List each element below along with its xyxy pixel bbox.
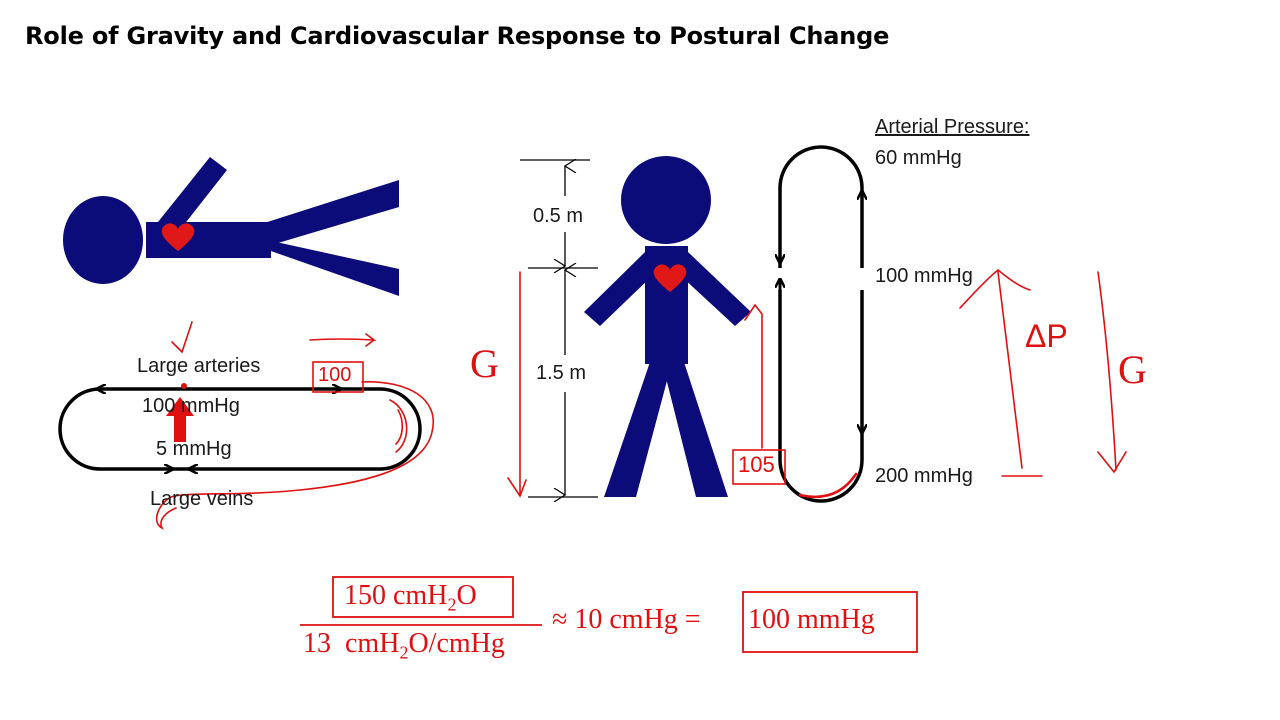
pressure-heart: 100 mmHg: [875, 265, 973, 287]
height-lower-label: 1.5 m: [536, 362, 587, 384]
supine-heart-icon: [161, 223, 195, 251]
supine-arm: [150, 157, 227, 240]
supine-leg-lower: [258, 238, 399, 296]
standing-figure: [584, 156, 751, 497]
slide-title: Role of Gravity and Cardiovascular Respo…: [25, 22, 890, 50]
arterial-pressure-header: Arterial Pressure:: [875, 116, 1030, 138]
red-dot: [181, 383, 187, 389]
supine-arterial-pressure: 100 mmHg: [142, 395, 240, 417]
lower-loop: [778, 290, 864, 503]
annotation-box-100-border: [312, 361, 364, 393]
numerator-box: [332, 576, 514, 618]
large-arteries-label: Large arteries: [137, 355, 261, 377]
loop-path: [58, 387, 422, 471]
return-path-hand: [156, 381, 435, 530]
pressure-feet: 200 mmHg: [875, 465, 973, 487]
denominator-tail: O/cmHg: [408, 628, 505, 659]
delta-p-label: ΔP: [1025, 318, 1068, 354]
annotation-box-105-border: [732, 449, 786, 485]
pressure-top: 60 mmHg: [875, 147, 962, 169]
standing-leg-left: [604, 362, 672, 497]
equation-approx: ≈ 10 cmHg =: [552, 604, 701, 635]
height-dimension: [520, 160, 598, 497]
annotation-box-105: 105: [738, 452, 775, 477]
equation-graphics: [300, 576, 918, 653]
arm-to-feet-line: [744, 303, 763, 449]
supine-venous-pressure: 5 mmHg: [156, 438, 232, 460]
large-veins-label: Large veins: [150, 488, 254, 510]
equation-result: 100 mmHg: [748, 604, 875, 635]
standing-torso: [645, 246, 688, 364]
standing-heart-icon: [653, 264, 687, 292]
standing-head: [621, 156, 711, 244]
scribble-mark: [389, 399, 408, 453]
check-mark-icon: [171, 321, 193, 354]
supine-circulation-loop: [58, 387, 422, 471]
delta-p-arrow: [959, 268, 1043, 477]
height-upper-label: 0.5 m: [533, 205, 584, 227]
flow-arrow-hand: [309, 333, 377, 347]
denominator-text: 13 cmH: [303, 628, 400, 659]
supine-leg-upper: [258, 180, 399, 246]
equation-numerator: 150 cmH2O: [344, 580, 477, 616]
supine-annotations: [156, 321, 435, 530]
standing-circulation-loop: [778, 145, 864, 503]
standing-leg-right: [662, 362, 728, 497]
gravity-arrow-right: [1097, 271, 1127, 474]
standing-arm-right: [681, 252, 751, 326]
standing-flow-arrows: [780, 192, 862, 432]
feet-scribble: [798, 472, 858, 499]
standing-arm-left: [584, 252, 652, 326]
denominator-subscript: 2: [399, 642, 409, 663]
upper-loop: [778, 145, 864, 268]
numerator-text: 150 cmH: [344, 580, 448, 611]
equation-denominator: 13 cmH2O/cmHg: [303, 628, 505, 664]
pump-arrow-icon: [166, 397, 194, 442]
supine-flow-arrows: [98, 389, 350, 469]
numerator-tail: O: [456, 580, 477, 611]
supine-figure: [63, 157, 399, 296]
result-box: [742, 591, 918, 653]
gravity-label-left: G: [470, 341, 499, 386]
gravity-arrow-left: [507, 271, 527, 498]
gravity-label-right: G: [1118, 347, 1147, 392]
numerator-subscript: 2: [447, 594, 457, 615]
supine-head: [63, 196, 143, 284]
standing-annotations: [507, 268, 1127, 499]
annotation-box-100: 100: [318, 364, 352, 386]
